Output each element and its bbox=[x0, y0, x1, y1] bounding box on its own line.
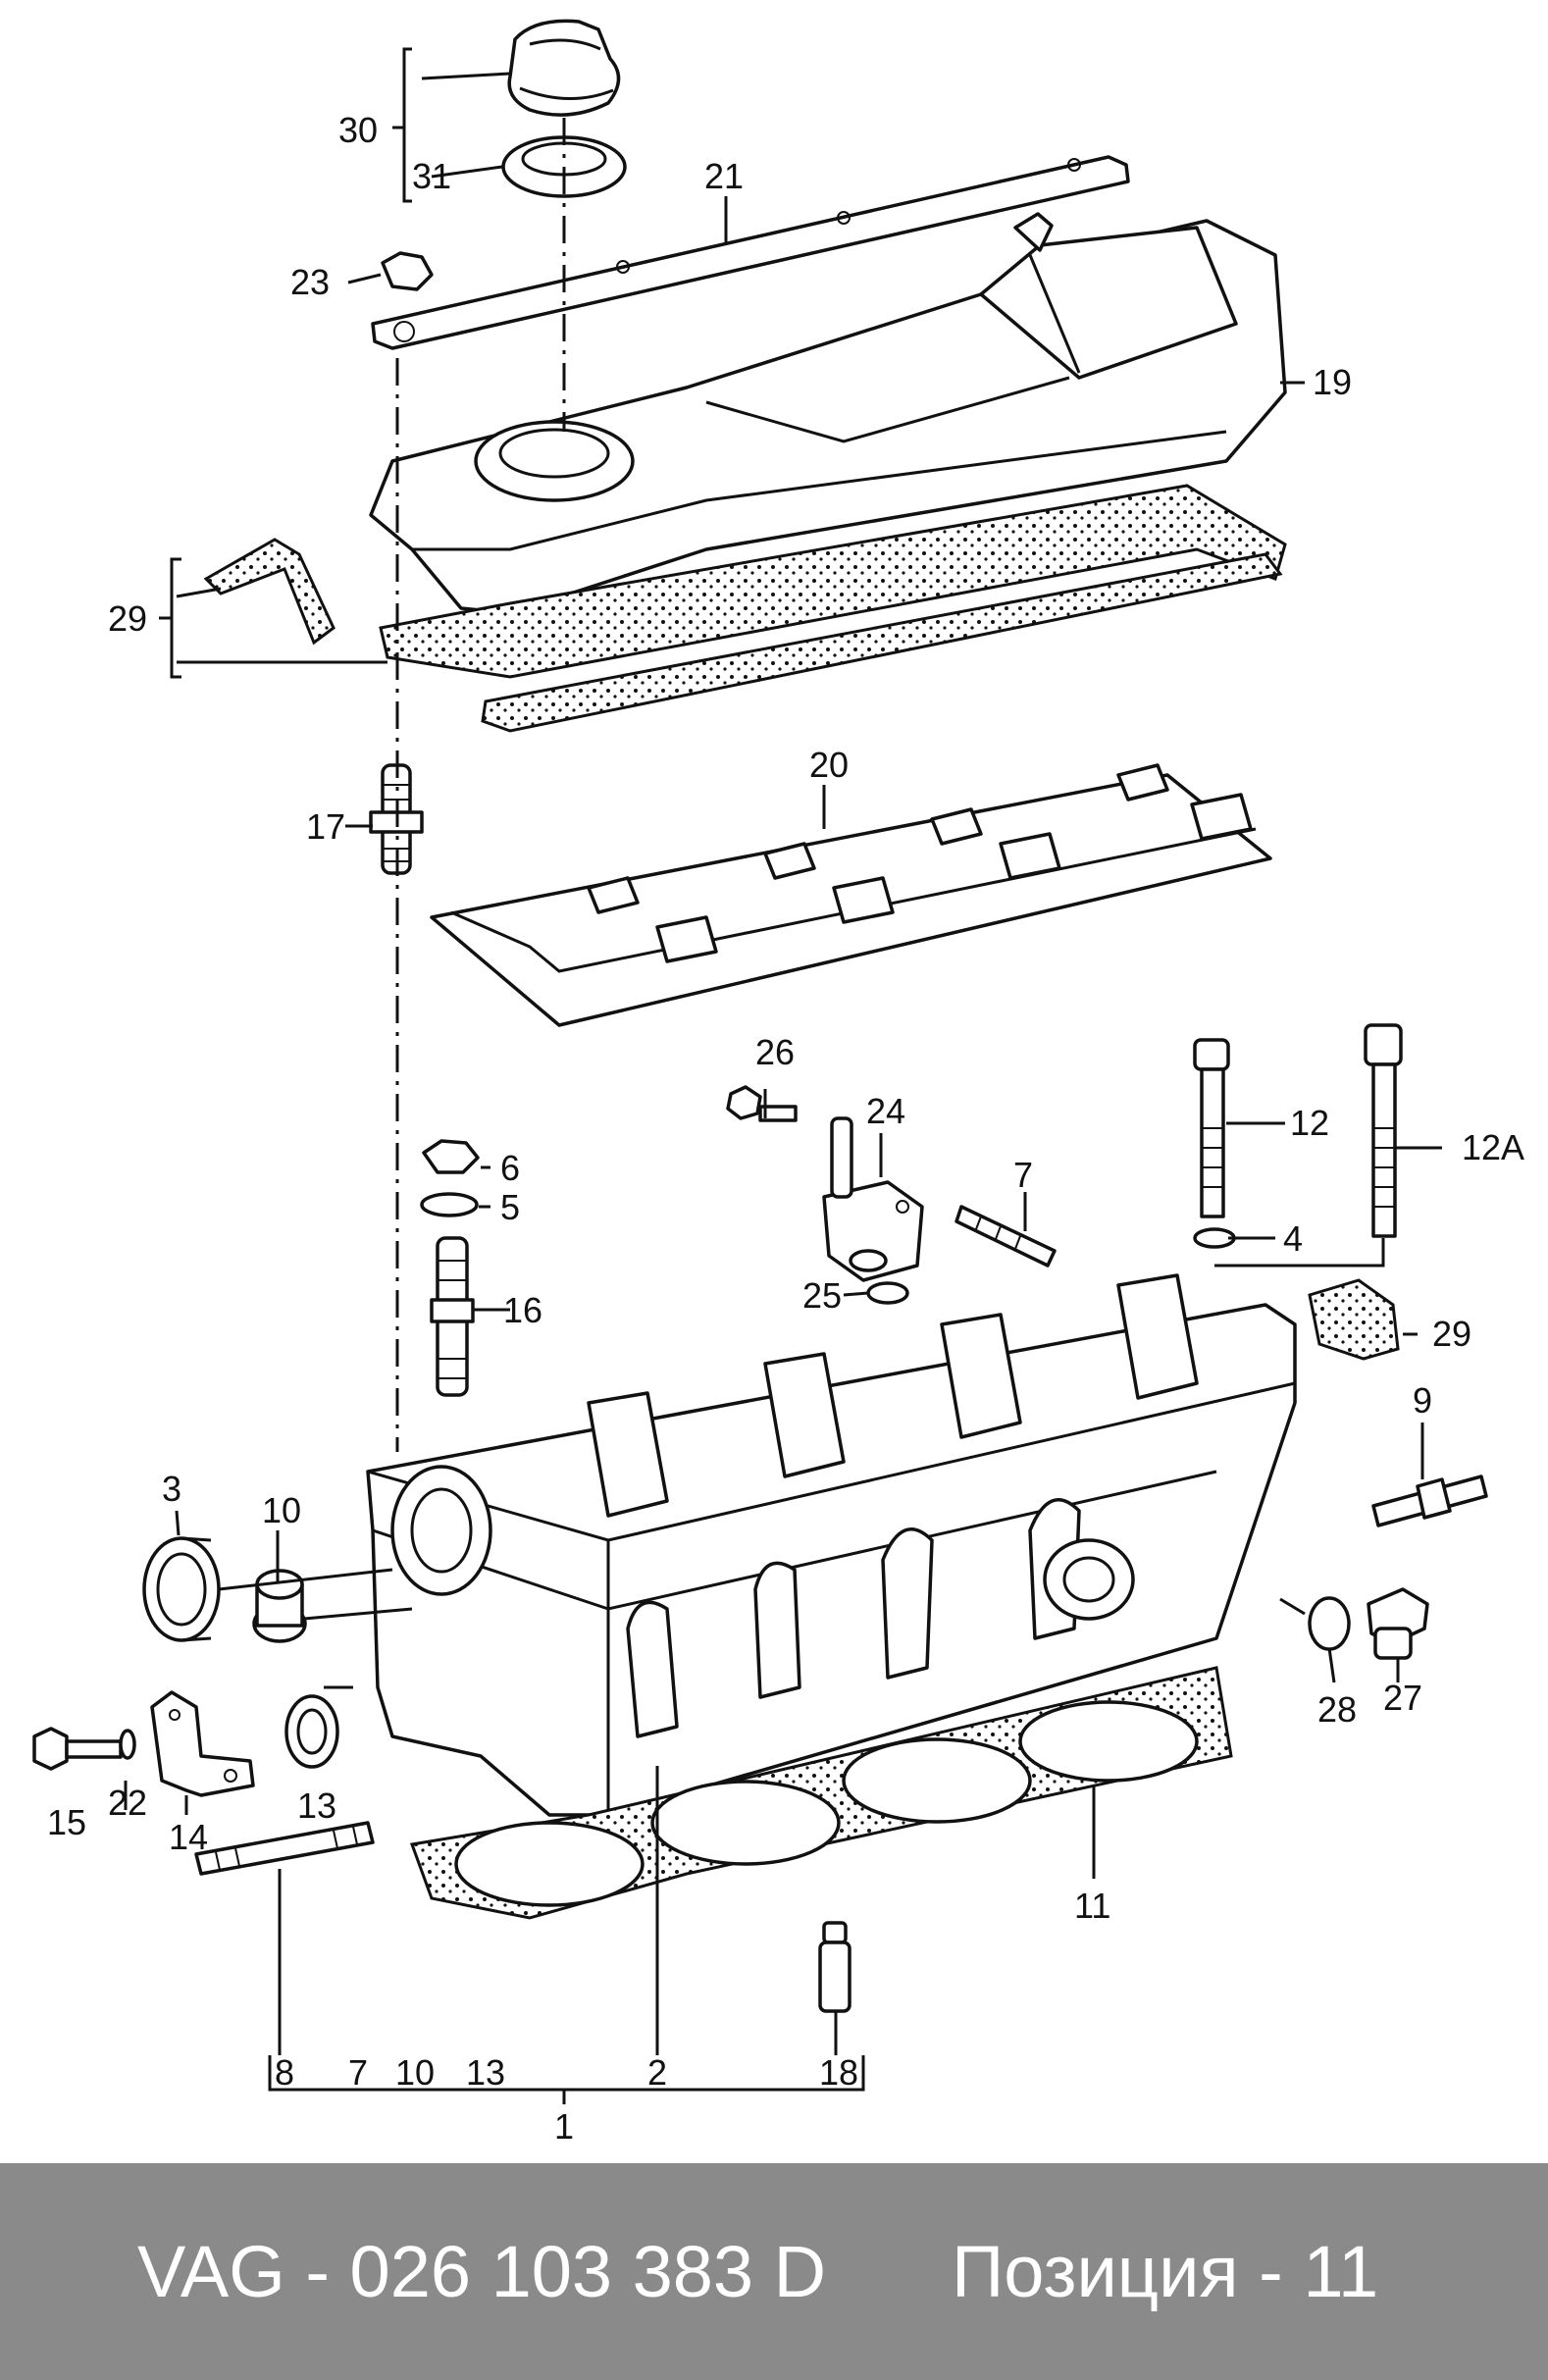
callout-16: 16 bbox=[503, 1290, 542, 1330]
stud-7 bbox=[955, 1205, 1057, 1268]
position-number: Позиция - 11 bbox=[952, 2231, 1379, 2312]
cylinder-head bbox=[366, 1273, 1297, 1817]
callout-24: 24 bbox=[866, 1091, 905, 1131]
oil-filler-cap bbox=[507, 19, 621, 117]
cover-gasket-lower bbox=[379, 484, 1287, 733]
nut-6 bbox=[422, 1139, 480, 1174]
callout-29-lower: 29 bbox=[1432, 1314, 1471, 1354]
callout-2: 2 bbox=[647, 2052, 667, 2093]
callout-15: 15 bbox=[47, 1802, 86, 1842]
o-ring-25 bbox=[866, 1281, 909, 1305]
ports bbox=[626, 1498, 1135, 1738]
callout-10-upper: 10 bbox=[262, 1490, 301, 1530]
stud-8 bbox=[194, 1821, 375, 1876]
callout-11: 11 bbox=[1074, 1886, 1110, 1926]
callout-21: 21 bbox=[704, 156, 744, 196]
callout-7-upper: 7 bbox=[1013, 1155, 1033, 1195]
callout-29-upper: 29 bbox=[108, 598, 147, 639]
callout-30: 30 bbox=[338, 110, 378, 150]
plug-10 bbox=[252, 1569, 307, 1643]
seal-28 bbox=[1308, 1596, 1351, 1651]
half-moon-seal-upper bbox=[203, 538, 335, 646]
callout-7-lower: 7 bbox=[348, 2052, 368, 2093]
sender-18 bbox=[818, 1921, 851, 2013]
callout-13-lower: 13 bbox=[466, 2052, 505, 2093]
callout-31: 31 bbox=[412, 156, 451, 196]
baffle-clips bbox=[587, 763, 1253, 963]
callout-17: 17 bbox=[306, 806, 345, 847]
hex-nut bbox=[381, 251, 434, 342]
seal-3 bbox=[142, 1536, 221, 1642]
callout-6: 6 bbox=[500, 1148, 520, 1188]
part-number: VAG - 026 103 383 D bbox=[137, 2231, 827, 2312]
valve-cover bbox=[369, 212, 1287, 615]
bracket-14 bbox=[150, 1690, 255, 1797]
plug-27 bbox=[1367, 1587, 1429, 1660]
callout-13-upper: 13 bbox=[297, 1785, 336, 1826]
washer-22 bbox=[119, 1729, 136, 1760]
coolant-flange-24 bbox=[822, 1116, 924, 1282]
cover-gasket-top bbox=[371, 155, 1130, 350]
callout-18: 18 bbox=[819, 2052, 858, 2093]
bolt-26 bbox=[726, 1085, 798, 1122]
callout-20: 20 bbox=[809, 745, 849, 785]
callout-25: 25 bbox=[802, 1275, 842, 1316]
head-bolt-12A bbox=[1364, 1023, 1403, 1238]
callout-27: 27 bbox=[1383, 1678, 1422, 1718]
callout-14: 14 bbox=[169, 1817, 208, 1857]
head-gasket bbox=[409, 1666, 1233, 1920]
callout-5: 5 bbox=[500, 1187, 520, 1227]
stud-16 bbox=[430, 1236, 475, 1397]
callout-3: 3 bbox=[162, 1469, 181, 1509]
callout-26: 26 bbox=[755, 1032, 795, 1072]
callout-1: 1 bbox=[554, 2106, 574, 2147]
oil-baffle-plate bbox=[430, 763, 1272, 1027]
callout-23: 23 bbox=[290, 262, 330, 302]
leader-lines bbox=[124, 47, 1442, 2104]
callout-labels: 30 31 21 23 19 29 20 17 26 24 12 12A 6 5… bbox=[47, 110, 1524, 2147]
plug-13 bbox=[284, 1694, 339, 1769]
bolt-15 bbox=[32, 1727, 123, 1771]
callout-9: 9 bbox=[1413, 1380, 1432, 1421]
callout-12: 12 bbox=[1290, 1103, 1329, 1143]
callout-19: 19 bbox=[1313, 362, 1352, 402]
callout-4: 4 bbox=[1283, 1218, 1303, 1259]
callout-8: 8 bbox=[275, 2052, 294, 2093]
callout-12A: 12A bbox=[1462, 1127, 1524, 1167]
part-info-footer: VAG - 026 103 383 D Позиция - 11 bbox=[0, 2163, 1548, 2380]
callout-28: 28 bbox=[1317, 1689, 1357, 1730]
head-bolt-12 bbox=[1193, 1038, 1230, 1218]
camshaft-caps bbox=[587, 1273, 1199, 1518]
fitting-9 bbox=[1371, 1475, 1488, 1527]
cylinder-head-exploded-diagram: 30 31 21 23 19 29 20 17 26 24 12 12A 6 5… bbox=[32, 19, 1524, 2147]
callout-10-lower: 10 bbox=[395, 2052, 435, 2093]
bolt-leader bbox=[1214, 1238, 1385, 1268]
half-moon-seal-lower bbox=[1308, 1278, 1400, 1361]
callout-22: 22 bbox=[108, 1783, 147, 1823]
washer-5 bbox=[420, 1192, 479, 1217]
